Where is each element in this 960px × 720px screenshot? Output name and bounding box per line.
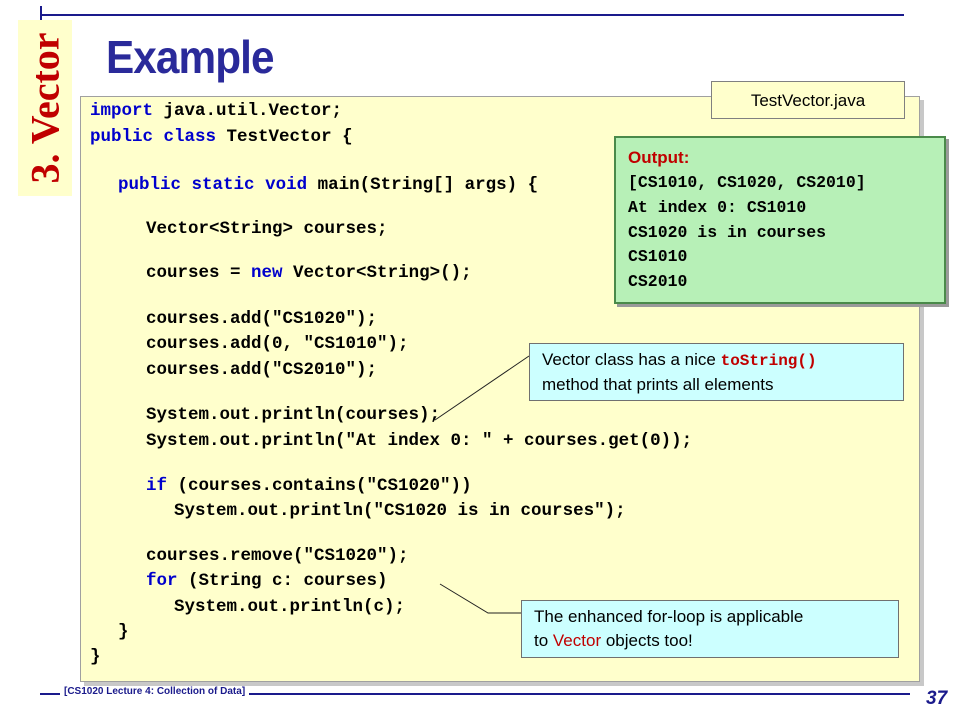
code-line: public static void main(String[] args) { bbox=[118, 175, 539, 195]
forloop-callout: The enhanced for-loop is applicable to V… bbox=[521, 600, 899, 658]
output-line: At index 0: CS1010 bbox=[628, 198, 807, 217]
footer-text: [CS1020 Lecture 4: Collection of Data] bbox=[60, 686, 250, 697]
bottom-rule bbox=[40, 693, 910, 695]
output-panel: Output: [CS1010, CS1020, CS2010] At inde… bbox=[614, 136, 946, 304]
code-line: System.out.println("At index 0: " + cour… bbox=[146, 431, 693, 451]
output-title: Output: bbox=[628, 148, 690, 167]
output-line: CS1010 bbox=[628, 247, 688, 266]
code-line: System.out.println(courses); bbox=[146, 405, 441, 425]
code-line: Vector<String> courses; bbox=[146, 219, 388, 239]
page-number: 37 bbox=[926, 688, 948, 709]
code-line: courses = new Vector<String>(); bbox=[146, 263, 472, 283]
code-line: if (courses.contains("CS1020")) bbox=[146, 476, 472, 496]
output-line: CS2010 bbox=[628, 272, 688, 291]
code-line: courses.add("CS2010"); bbox=[146, 360, 378, 380]
code-line: courses.add("CS1020"); bbox=[146, 309, 378, 329]
code-block: import java.util.Vector; public class Te… bbox=[90, 100, 692, 667]
section-label: 3. Vector bbox=[22, 32, 68, 184]
code-line: } bbox=[118, 622, 129, 642]
code-line: courses.add(0, "CS1010"); bbox=[146, 334, 409, 354]
code-line: } bbox=[90, 647, 101, 667]
code-line: public class TestVector { bbox=[90, 127, 353, 147]
top-rule bbox=[40, 14, 904, 16]
code-line: System.out.println("CS1020 is in courses… bbox=[174, 501, 626, 521]
output-line: CS1020 is in courses bbox=[628, 223, 827, 242]
section-tab bbox=[18, 20, 72, 196]
tostring-callout: Vector class has a nice toString() metho… bbox=[529, 343, 904, 401]
output-line: [CS1010, CS1020, CS2010] bbox=[628, 173, 866, 192]
code-line: courses.remove("CS1020"); bbox=[146, 546, 409, 566]
code-line: for (String c: courses) bbox=[146, 571, 388, 591]
code-line: import java.util.Vector; bbox=[90, 101, 343, 121]
slide-title: Example bbox=[106, 31, 275, 83]
code-line: System.out.println(c); bbox=[174, 597, 406, 617]
file-name-tag: TestVector.java bbox=[711, 81, 905, 119]
